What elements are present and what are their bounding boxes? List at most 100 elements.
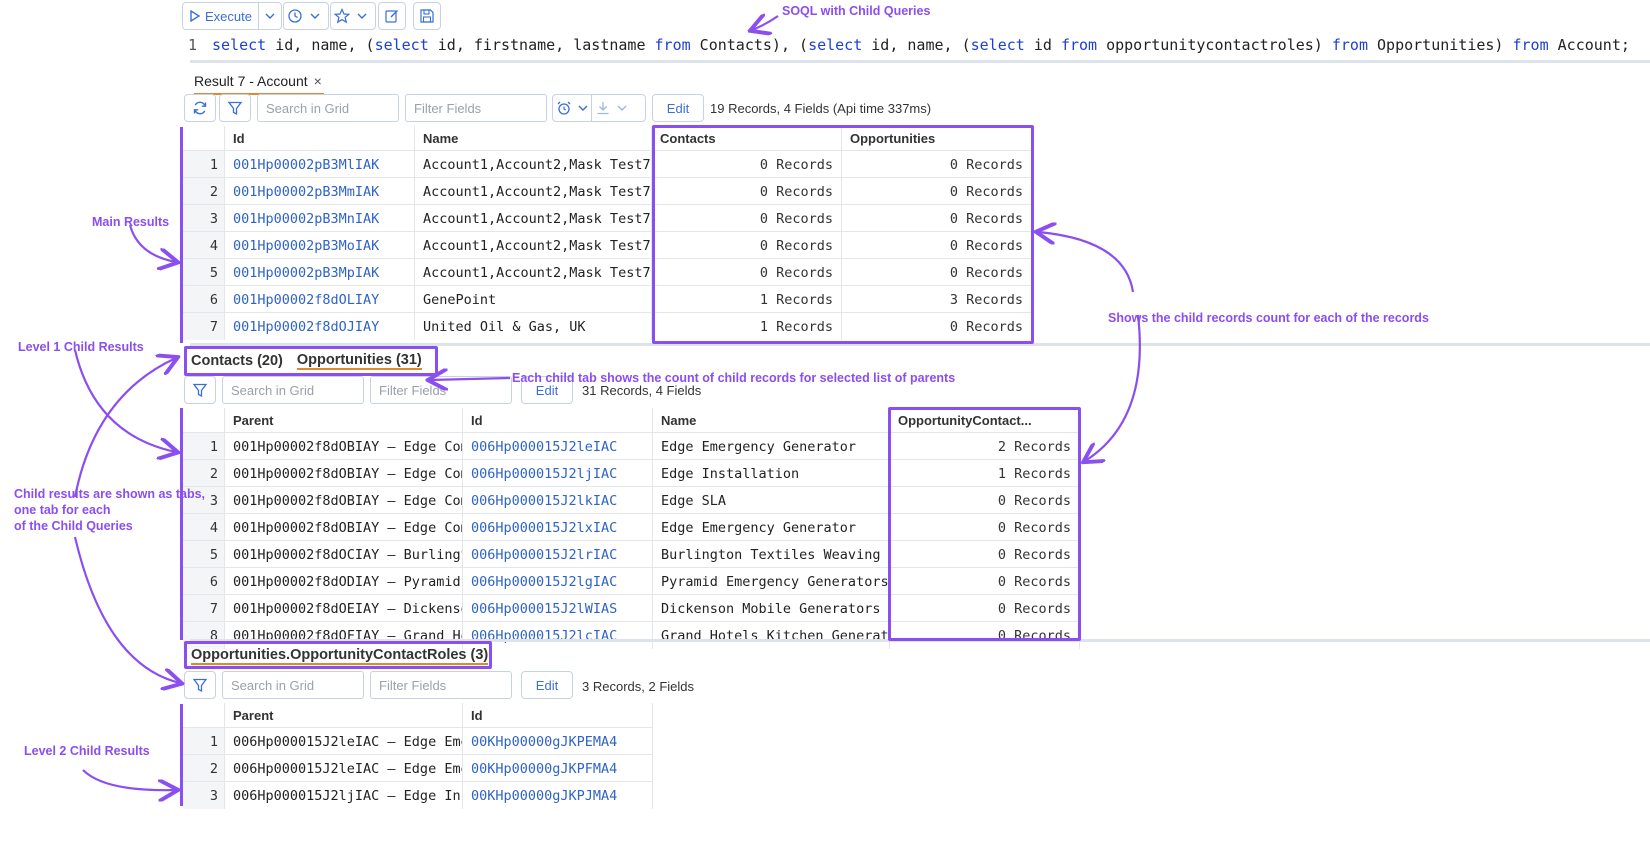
record-id-link[interactable]: 006Hp000015J2lxIAC: [463, 514, 653, 541]
contacts-count-cell[interactable]: 0 Records: [652, 178, 842, 205]
row-number: 2: [183, 755, 225, 782]
name-cell: Account1,Account2,Mask Test7,M: [415, 232, 652, 259]
edit-button[interactable]: Edit: [652, 94, 704, 122]
record-id-link[interactable]: 00KHp00000gJKPJMA4: [463, 782, 653, 809]
annotation-tabs-note-2: one tab for each: [14, 503, 111, 517]
export-options-button[interactable]: [614, 95, 630, 121]
column-header[interactable]: Name: [653, 408, 890, 432]
column-header[interactable]: Id: [463, 408, 653, 432]
child-tabs-level2: Opportunities.OpportunityContactRoles (3…: [191, 645, 489, 667]
contacts-count-cell[interactable]: 0 Records: [652, 232, 842, 259]
divider: [190, 343, 1650, 346]
column-header[interactable]: Contacts: [652, 126, 842, 150]
tab-opportunity-contact-roles[interactable]: Opportunities.OpportunityContactRoles (3…: [191, 647, 489, 665]
record-id-link[interactable]: 006Hp000015J2lgIAC: [463, 568, 653, 595]
column-header[interactable]: Id: [225, 126, 415, 150]
edit-button[interactable]: Edit: [521, 376, 573, 404]
contacts-count-cell[interactable]: 1 Records: [652, 313, 842, 340]
query-text: select id, name, (select id, firstname, …: [212, 36, 1630, 54]
record-id-link[interactable]: 001Hp00002f8dOJIAY: [225, 313, 415, 340]
history-options-button[interactable]: [306, 3, 324, 29]
record-id-link[interactable]: 001Hp00002pB3MnIAK: [225, 205, 415, 232]
export-button[interactable]: [592, 95, 614, 121]
record-id-link[interactable]: 006Hp000015J2ljIAC: [463, 460, 653, 487]
record-id-link[interactable]: 00KHp00000gJKPEMA4: [463, 728, 653, 755]
search-input[interactable]: Search in Grid: [257, 94, 399, 122]
row-number: 3: [183, 782, 225, 809]
record-id-link[interactable]: 001Hp00002pB3MlIAK: [225, 151, 415, 178]
execute-group: Execute: [182, 2, 282, 30]
query-keyword: from: [1512, 36, 1549, 54]
record-id-link[interactable]: 001Hp00002pB3MpIAK: [225, 259, 415, 286]
download-icon: [597, 102, 609, 115]
filter-fields-input[interactable]: Filter Fields: [405, 94, 547, 122]
favorites-options-button[interactable]: [353, 3, 371, 29]
column-header[interactable]: Opportunities: [842, 126, 1032, 150]
column-header[interactable]: Parent: [225, 703, 463, 727]
contacts-count-cell[interactable]: 1 Records: [652, 286, 842, 313]
favorites-button[interactable]: [331, 3, 353, 29]
chevron-down-icon: [357, 13, 367, 19]
edit-button[interactable]: Edit: [521, 671, 573, 699]
row-number: 3: [183, 487, 225, 514]
record-id-link[interactable]: 006Hp000015J2leIAC: [463, 433, 653, 460]
edit-query-button[interactable]: [378, 2, 406, 30]
record-id-link[interactable]: 001Hp00002f8dOLIAY: [225, 286, 415, 313]
query-token: opportunitycontactroles): [1097, 36, 1332, 54]
refresh-button[interactable]: [184, 94, 216, 122]
query-token: id, firstname, lastname: [428, 36, 655, 54]
column-header[interactable]: Id: [463, 703, 653, 727]
record-id-link[interactable]: 001Hp00002pB3MmIAK: [225, 178, 415, 205]
records-stat: 3 Records, 2 Fields: [582, 679, 694, 694]
record-id-link[interactable]: 006Hp000015J2lWIAS: [463, 595, 653, 622]
save-button[interactable]: [413, 2, 441, 30]
play-icon: [190, 10, 201, 22]
column-header[interactable]: OpportunityContact...: [890, 408, 1080, 432]
record-id-link[interactable]: 006Hp000015J2lkIAC: [463, 487, 653, 514]
filter-button[interactable]: [219, 94, 251, 122]
query-editor[interactable]: 1 select id, name, (select id, firstname…: [188, 34, 1650, 56]
row-number: 1: [183, 151, 225, 178]
filter-button[interactable]: [184, 376, 216, 404]
contacts-count-cell[interactable]: 0 Records: [652, 259, 842, 286]
contacts-count-cell[interactable]: 0 Records: [652, 151, 842, 178]
search-input[interactable]: Search in Grid: [222, 671, 364, 699]
annotation-main-results: Main Results: [92, 215, 170, 229]
execute-button[interactable]: Execute: [183, 3, 258, 29]
record-id-link[interactable]: 00KHp00000gJKPFMA4: [463, 755, 653, 782]
level1-results-bar: [180, 408, 183, 640]
execute-options-button[interactable]: [259, 3, 281, 29]
close-icon[interactable]: ×: [313, 73, 322, 89]
search-input[interactable]: Search in Grid: [222, 376, 364, 404]
schedule-button[interactable]: [553, 95, 575, 121]
tab-contacts[interactable]: Contacts (20): [191, 353, 283, 369]
record-id-link[interactable]: 006Hp000015J2lrIAC: [463, 541, 653, 568]
column-header[interactable]: Name: [415, 126, 652, 150]
record-id-link[interactable]: 001Hp00002pB3MoIAK: [225, 232, 415, 259]
filter-fields-input[interactable]: Filter Fields: [370, 671, 512, 699]
column-header[interactable]: Parent: [225, 408, 463, 432]
contacts-count-cell[interactable]: 0 Records: [652, 205, 842, 232]
schedule-options-button[interactable]: [575, 95, 591, 121]
chevron-down-icon: [265, 13, 275, 19]
history-button[interactable]: [284, 3, 306, 29]
query-token: Opportunities): [1368, 36, 1513, 54]
tab-opportunities[interactable]: Opportunities (31): [296, 352, 422, 370]
